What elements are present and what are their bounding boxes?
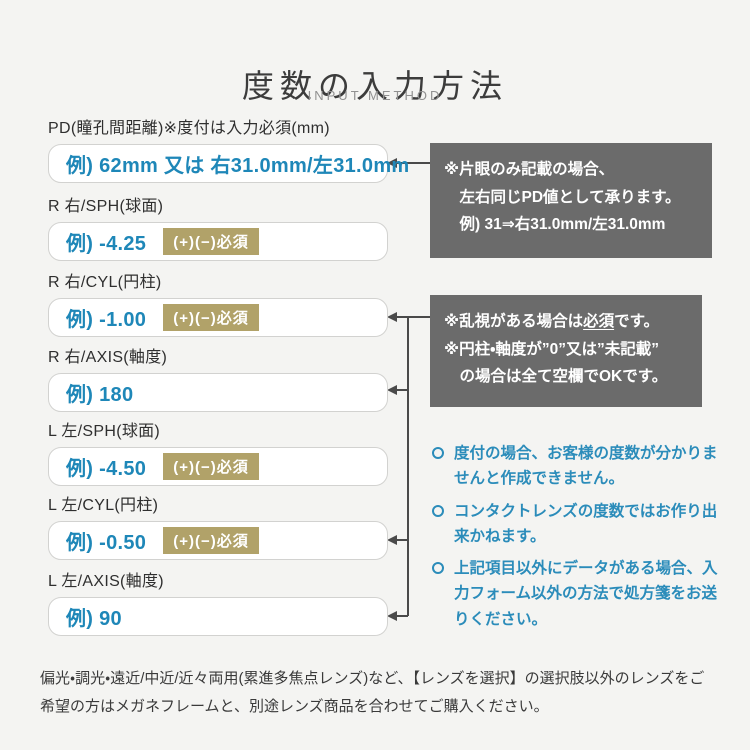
note-cyl-line2: ※円柱・軸度が”0”又は”未記載” — [444, 340, 659, 358]
field-l-sph-example-box: 例) -4.50 (+)(−)必須 — [48, 447, 388, 486]
note-cyl-line1-pre: ※乱視がある場合は — [444, 313, 584, 330]
field-r-cyl-label: R 右/CYL(円柱) — [48, 274, 162, 291]
field-r-cyl-example: 例) -1.00 — [66, 309, 147, 331]
field-r-cyl: R 右/CYL(円柱) 例) -1.00 (+)(−)必須 — [48, 274, 388, 337]
field-r-axis-label: R 右/AXIS(軸度) — [48, 349, 168, 366]
plus-minus-required-badge: (+)(−)必須 — [163, 228, 259, 255]
field-r-sph-example: 例) -4.25 — [66, 233, 147, 255]
page-title: 度数の入力方法 — [241, 68, 508, 105]
field-l-axis-label: L 左/AXIS(軸度) — [48, 573, 164, 590]
connector-lines — [396, 162, 430, 617]
note-cyl-line1-post: です。 — [614, 313, 660, 330]
note-cyl-line3: の場合は全て空欄でOKです。 — [459, 368, 668, 386]
field-l-sph: L 左/SPH(球面) 例) -4.50 (+)(−)必須 — [48, 423, 388, 486]
note-box-pd: ※片眼のみ記載の場合、 左右同じPD値として承ります。 例) 31⇒右31.0m… — [430, 143, 712, 258]
field-l-sph-example: 例) -4.50 — [66, 458, 147, 480]
field-r-sph-example-box: 例) -4.25 (+)(−)必須 — [48, 222, 388, 261]
field-l-sph-label: L 左/SPH(球面) — [48, 423, 161, 440]
field-r-sph-label: R 右/SPH(球面) — [48, 198, 164, 215]
field-l-cyl-label: L 左/CYL(円柱) — [48, 497, 159, 514]
caution-bullet: 上記項目以外にデータがある場合、入力フォーム以外の方法で処方箋をお送りください。 — [430, 556, 728, 632]
note-pd-line3: 例) 31⇒右31.0mm/左31.0mm — [459, 216, 666, 234]
field-pd-example-box: 例) 62mm 又は 右31.0mm/左31.0mm — [48, 144, 409, 183]
footer-note: 偏光・調光・遠近/中近/近々両用(累進多焦点レンズ)など、【レンズを選択】の選択… — [40, 670, 705, 715]
field-pd: PD(瞳孔間距離)※度付は入力必須(mm) 例) 62mm 又は 右31.0mm… — [48, 120, 409, 183]
note-cyl-line1: ※乱視がある場合は必須です。 — [444, 308, 688, 336]
page-subtitle: INPUT METHOD — [307, 88, 443, 103]
field-l-axis-example: 例) 90 — [66, 608, 122, 630]
note-box-cyl-axis: ※乱視がある場合は必須です。 ※円柱・軸度が”0”又は”未記載” の場合は全て空… — [430, 295, 702, 407]
note-pd-line2: 左右同じPD値として承ります。 — [459, 188, 681, 206]
field-l-cyl: L 左/CYL(円柱) 例) -0.50 (+)(−)必須 — [48, 497, 388, 560]
field-l-cyl-example-box: 例) -0.50 (+)(−)必須 — [48, 521, 388, 560]
field-r-cyl-example-box: 例) -1.00 (+)(−)必須 — [48, 298, 388, 337]
caution-bullet: 度付の場合、お客様の度数が分かりませんと作成できません。 — [430, 441, 728, 492]
field-r-sph: R 右/SPH(球面) 例) -4.25 (+)(−)必須 — [48, 198, 388, 261]
arrowheads — [387, 158, 397, 621]
field-r-axis: R 右/AXIS(軸度) 例) 180 — [48, 349, 388, 412]
field-r-axis-example-box: 例) 180 — [48, 373, 388, 412]
field-l-cyl-example: 例) -0.50 — [66, 532, 147, 554]
field-pd-label: PD(瞳孔間距離)※度付は入力必須(mm) — [48, 120, 330, 137]
note-cyl-line1-emphasis: 必須 — [583, 313, 615, 330]
field-l-axis-example-box: 例) 90 — [48, 597, 388, 636]
caution-bullet-list: 度付の場合、お客様の度数が分かりませんと作成できません。 コンタクトレンズの度数… — [430, 441, 728, 639]
note-pd-line1: ※片眼のみ記載の場合、 — [444, 161, 615, 178]
caution-bullet: コンタクトレンズの度数ではお作り出来かねます。 — [430, 499, 728, 550]
plus-minus-required-badge: (+)(−)必須 — [163, 527, 259, 554]
field-l-axis: L 左/AXIS(軸度) 例) 90 — [48, 573, 388, 636]
plus-minus-required-badge: (+)(−)必須 — [163, 304, 259, 331]
plus-minus-required-badge: (+)(−)必須 — [163, 453, 259, 480]
field-r-axis-example: 例) 180 — [66, 384, 134, 406]
field-pd-example: 例) 62mm 又は 右31.0mm/左31.0mm — [66, 155, 410, 177]
